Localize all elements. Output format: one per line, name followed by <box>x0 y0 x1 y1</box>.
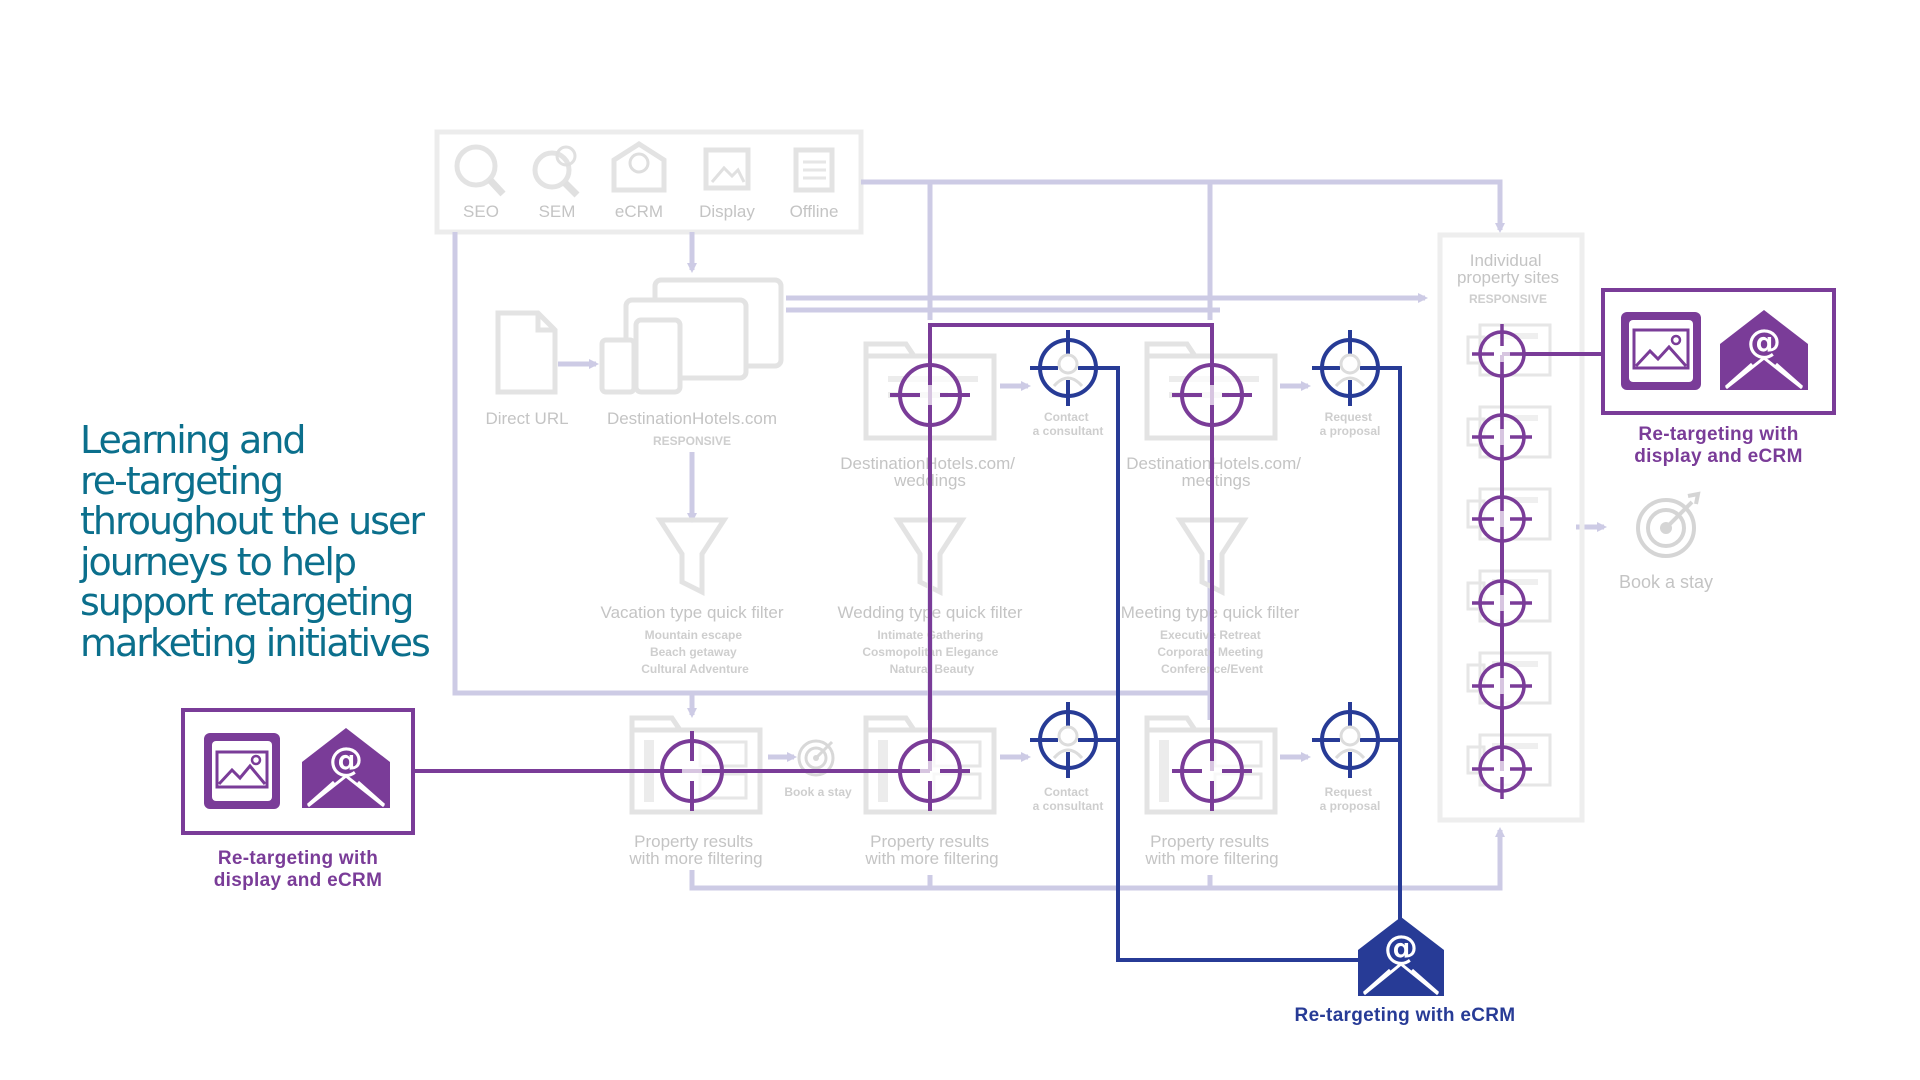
results-label: Property results with more filtering <box>864 832 998 868</box>
target-crosshair-icon <box>652 731 732 811</box>
contact-label: Contact a consultant <box>1033 410 1104 438</box>
headline-line: support retargeting <box>80 580 414 624</box>
headline-line: marketing initiatives <box>80 620 431 665</box>
target-crosshair-icon <box>890 731 970 811</box>
headline-line: Learning and <box>80 418 307 462</box>
retarget-display-ecrm-box-right: @ <box>1601 288 1836 415</box>
book-stay-large: Book a stay <box>1619 572 1713 592</box>
callout-right: Re-targeting with display and eCRM <box>1634 424 1803 467</box>
email-at-icon: @ <box>302 728 390 808</box>
direct-url-label: Direct URL <box>485 409 568 428</box>
proposal-target-icon <box>1312 330 1388 406</box>
site-name: DestinationHotels.com <box>607 409 777 428</box>
email-at-icon: @ <box>1720 310 1808 390</box>
target-crosshair-icon <box>1472 739 1532 799</box>
flow-lines <box>452 179 1607 891</box>
display-ecrm-paths <box>413 323 1603 773</box>
property-sites-tag: RESPONSIVE <box>1469 292 1547 306</box>
headline-line: throughout the user <box>80 499 425 543</box>
target-crosshair-icon <box>1472 656 1532 716</box>
image-icon <box>1621 312 1701 390</box>
paid-search-icon <box>532 145 580 198</box>
channel-label: eCRM <box>615 202 663 221</box>
search-icon <box>454 144 506 197</box>
target-crosshair-icon <box>890 355 970 435</box>
bullseye-icon <box>797 739 835 777</box>
channel-label: Offline <box>790 202 839 221</box>
callout-left: Re-targeting with display and eCRM <box>213 848 383 891</box>
property-sites-panel: Individual property sites RESPONSIVE <box>1437 232 1585 823</box>
book-stay-small: Book a stay <box>784 785 852 799</box>
site-tag: RESPONSIVE <box>653 434 731 448</box>
channel-label: SEO <box>463 202 499 221</box>
funnel-icon <box>660 520 724 592</box>
channel-label: Display <box>699 202 755 221</box>
meetings-url: DestinationHotels.com/ meetings <box>1126 454 1306 490</box>
svg-text:Vacation type quick filter: Vacation type quick filter <box>601 603 784 622</box>
channel-label: SEM <box>539 202 576 221</box>
proposal-label: Request a proposal <box>1320 410 1381 438</box>
results-label: Property results with more filtering <box>628 832 762 868</box>
email-at-icon: @ <box>1358 917 1444 996</box>
target-crosshair-icon <box>1472 324 1532 384</box>
svg-text:Mountain escape Beach ge: Mountain escape Beach getaway Cultural A… <box>641 628 749 676</box>
retarget-display-ecrm-box-left: @ <box>181 708 415 835</box>
headline-line: re-targeting <box>80 458 284 503</box>
svg-text:@: @ <box>1384 928 1418 968</box>
target-crosshair-icon <box>1172 731 1252 811</box>
callout-bottom: Re-targeting with eCRM <box>1294 1005 1516 1026</box>
bullseye-icon <box>1636 491 1701 558</box>
devices-icon <box>599 277 784 395</box>
contact-target-icon <box>1030 330 1106 406</box>
envelope-icon <box>611 141 667 193</box>
target-crosshair-icon <box>1472 573 1532 633</box>
channels-panel: SEO SEM eCRM Display Offline <box>434 129 864 235</box>
property-sites-label: Individual property sites <box>1457 251 1559 287</box>
headline: Learning and re-targeting throughout the… <box>80 420 440 663</box>
newspaper-icon <box>793 147 835 193</box>
vacation-filter: Vacation type quick filter Mountain esca… <box>601 603 784 676</box>
headline-line: journeys to help <box>80 539 357 584</box>
target-crosshair-icon <box>1472 407 1532 467</box>
image-icon <box>703 147 751 191</box>
contact-target-icon <box>1030 702 1106 778</box>
contact-label: Contact a consultant <box>1033 785 1104 813</box>
svg-text:@: @ <box>1747 322 1781 362</box>
results-label: Property results with more filtering <box>1144 832 1278 868</box>
image-icon <box>204 733 280 809</box>
svg-text:@: @ <box>329 740 363 780</box>
target-crosshair-icon <box>1172 355 1252 435</box>
target-crosshair-icon <box>1472 489 1532 549</box>
document-icon <box>495 310 558 395</box>
proposal-label: Request a proposal <box>1320 785 1381 813</box>
proposal-target-icon <box>1312 702 1388 778</box>
